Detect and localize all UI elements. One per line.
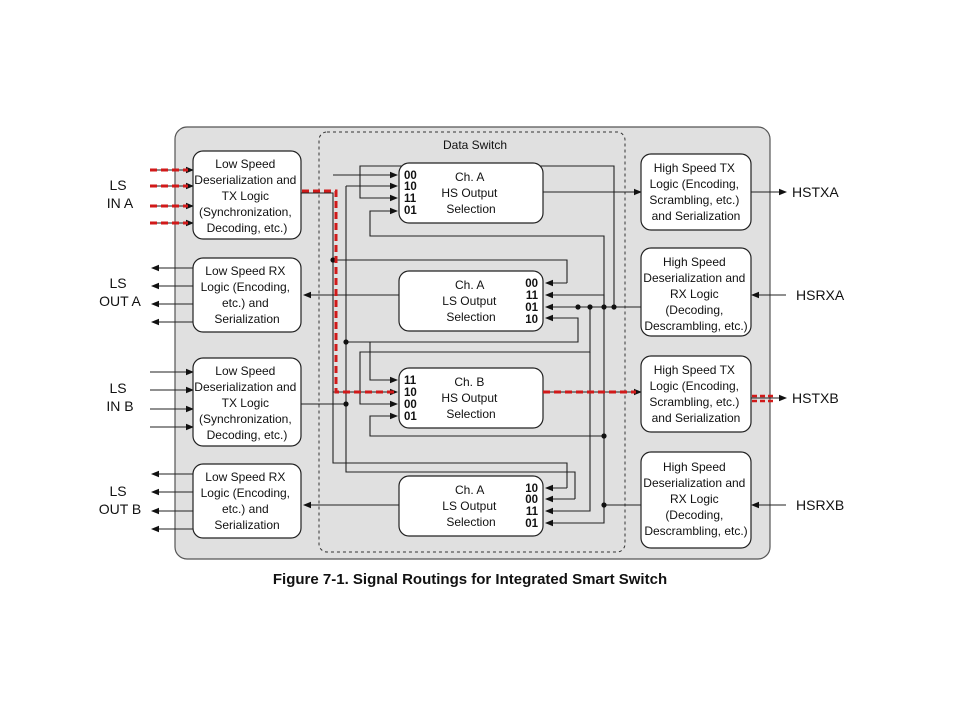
cha-hs-title: Ch. A HS Output Selection xyxy=(441,170,500,216)
code-label: 10 xyxy=(404,181,417,193)
ls-in-a-bus xyxy=(301,192,568,488)
hs-rx-block-b xyxy=(640,451,752,549)
smart-switch-panel xyxy=(174,126,771,560)
junction-dot xyxy=(343,401,349,407)
ls-in-b-bus xyxy=(301,403,576,499)
hs-tx-block-a xyxy=(640,153,752,231)
code-label: 00 xyxy=(525,494,538,506)
junction-dot xyxy=(330,257,336,263)
junction-dot xyxy=(601,502,607,508)
hsrx-b-to-lsa-00 xyxy=(333,259,568,283)
hsrx-b-to-lsb-01 xyxy=(545,505,605,527)
ls-rx-block-a xyxy=(192,257,302,333)
code-label: 11 xyxy=(404,193,417,205)
ls-in-b-to-lsa-10 xyxy=(346,314,579,343)
label-hsrxb: HSRXB xyxy=(796,497,844,513)
code-label: 01 xyxy=(404,205,417,217)
chb-hs-codes: 11 10 00 01 xyxy=(404,375,417,423)
hs-rx-block-a xyxy=(640,247,752,337)
figure-caption: Figure 7-1. Signal Routings for Integrat… xyxy=(273,571,667,588)
chb-hs-output-selection xyxy=(398,367,544,429)
hs-tx-block-b-text: High Speed TX Logic (Encoding, Scramblin… xyxy=(649,363,742,425)
junction-dot xyxy=(611,304,617,310)
hsrx-a-to-chb-00 xyxy=(359,307,591,408)
label-hstxb: HSTXB xyxy=(792,390,839,406)
highlighted-route xyxy=(150,168,776,403)
label-ls-out-a: LS OUT A xyxy=(99,275,141,309)
label-ls-in-b: LS IN B xyxy=(106,380,133,414)
hs-rx-block-b-text: High Speed Deserialization and RX Logic … xyxy=(643,460,748,538)
junction-dot xyxy=(587,304,593,310)
code-label: 10 xyxy=(525,483,538,495)
ls-tx-block-b xyxy=(192,357,302,447)
hs-rx-block-a-text: High Speed Deserialization and RX Logic … xyxy=(643,255,748,333)
label-hsrxa: HSRXA xyxy=(796,287,845,303)
cha-ls-1-title: Ch. A LS Output Selection xyxy=(442,278,499,324)
code-label: 00 xyxy=(525,278,538,290)
data-switch-region xyxy=(318,131,626,553)
code-label: 11 xyxy=(526,506,539,518)
junction-dot xyxy=(601,304,607,310)
ls-tx-block-b-text: Low Speed Deserialization and TX Logic (… xyxy=(194,364,299,442)
label-ls-out-b: LS OUT B xyxy=(99,483,142,517)
code-label: 10 xyxy=(404,387,417,399)
code-label: 11 xyxy=(404,375,417,387)
red-route-main xyxy=(302,189,394,394)
code-label: 01 xyxy=(404,411,417,423)
junction-dot xyxy=(601,433,607,439)
cha-ls-2-title: Ch. A LS Output Selection xyxy=(442,483,499,529)
junction-dot xyxy=(575,304,581,310)
cha-hs-output-selection xyxy=(398,162,544,224)
ls-tx-block-a xyxy=(192,150,302,240)
cha-ls-2-codes: 10 00 11 01 xyxy=(525,483,538,530)
cha-hs-codes: 00 10 11 01 xyxy=(404,170,417,217)
code-label: 01 xyxy=(525,302,538,314)
code-label: 00 xyxy=(404,170,417,182)
hsrx-b-bus xyxy=(369,207,641,506)
code-label: 01 xyxy=(525,518,538,530)
hs-tx-block-a-text: High Speed TX Logic (Encoding, Scramblin… xyxy=(649,161,742,223)
code-label: 10 xyxy=(525,314,538,326)
cha-ls-output-selection-1 xyxy=(398,270,544,332)
hs-tx-block-b xyxy=(640,355,752,433)
hsrx-b-to-chb-01 xyxy=(369,412,604,437)
label-hstxa: HSTXA xyxy=(792,184,839,200)
ls-tx-block-a-text: Low Speed Deserialization and TX Logic (… xyxy=(194,157,299,235)
code-label: 00 xyxy=(404,399,417,411)
chb-hs-title: Ch. B HS Output Selection xyxy=(441,375,500,421)
ls-rx-block-b-text: Low Speed RX Logic (Encoding, etc.) and … xyxy=(201,470,294,532)
cha-ls-1-codes: 00 11 01 10 xyxy=(525,278,538,326)
wires xyxy=(150,165,787,533)
label-ls-in-a: LS IN A xyxy=(107,177,134,211)
junction-dot xyxy=(343,339,349,345)
cha-ls-output-selection-2 xyxy=(398,475,544,537)
ls-rx-block-a-text: Low Speed RX Logic (Encoding, etc.) and … xyxy=(201,264,294,326)
code-label: 11 xyxy=(526,290,539,302)
ls-rx-block-b xyxy=(192,463,302,539)
hsrx-a-to-lsb-11 xyxy=(545,352,591,515)
data-switch-label: Data Switch xyxy=(443,138,507,152)
